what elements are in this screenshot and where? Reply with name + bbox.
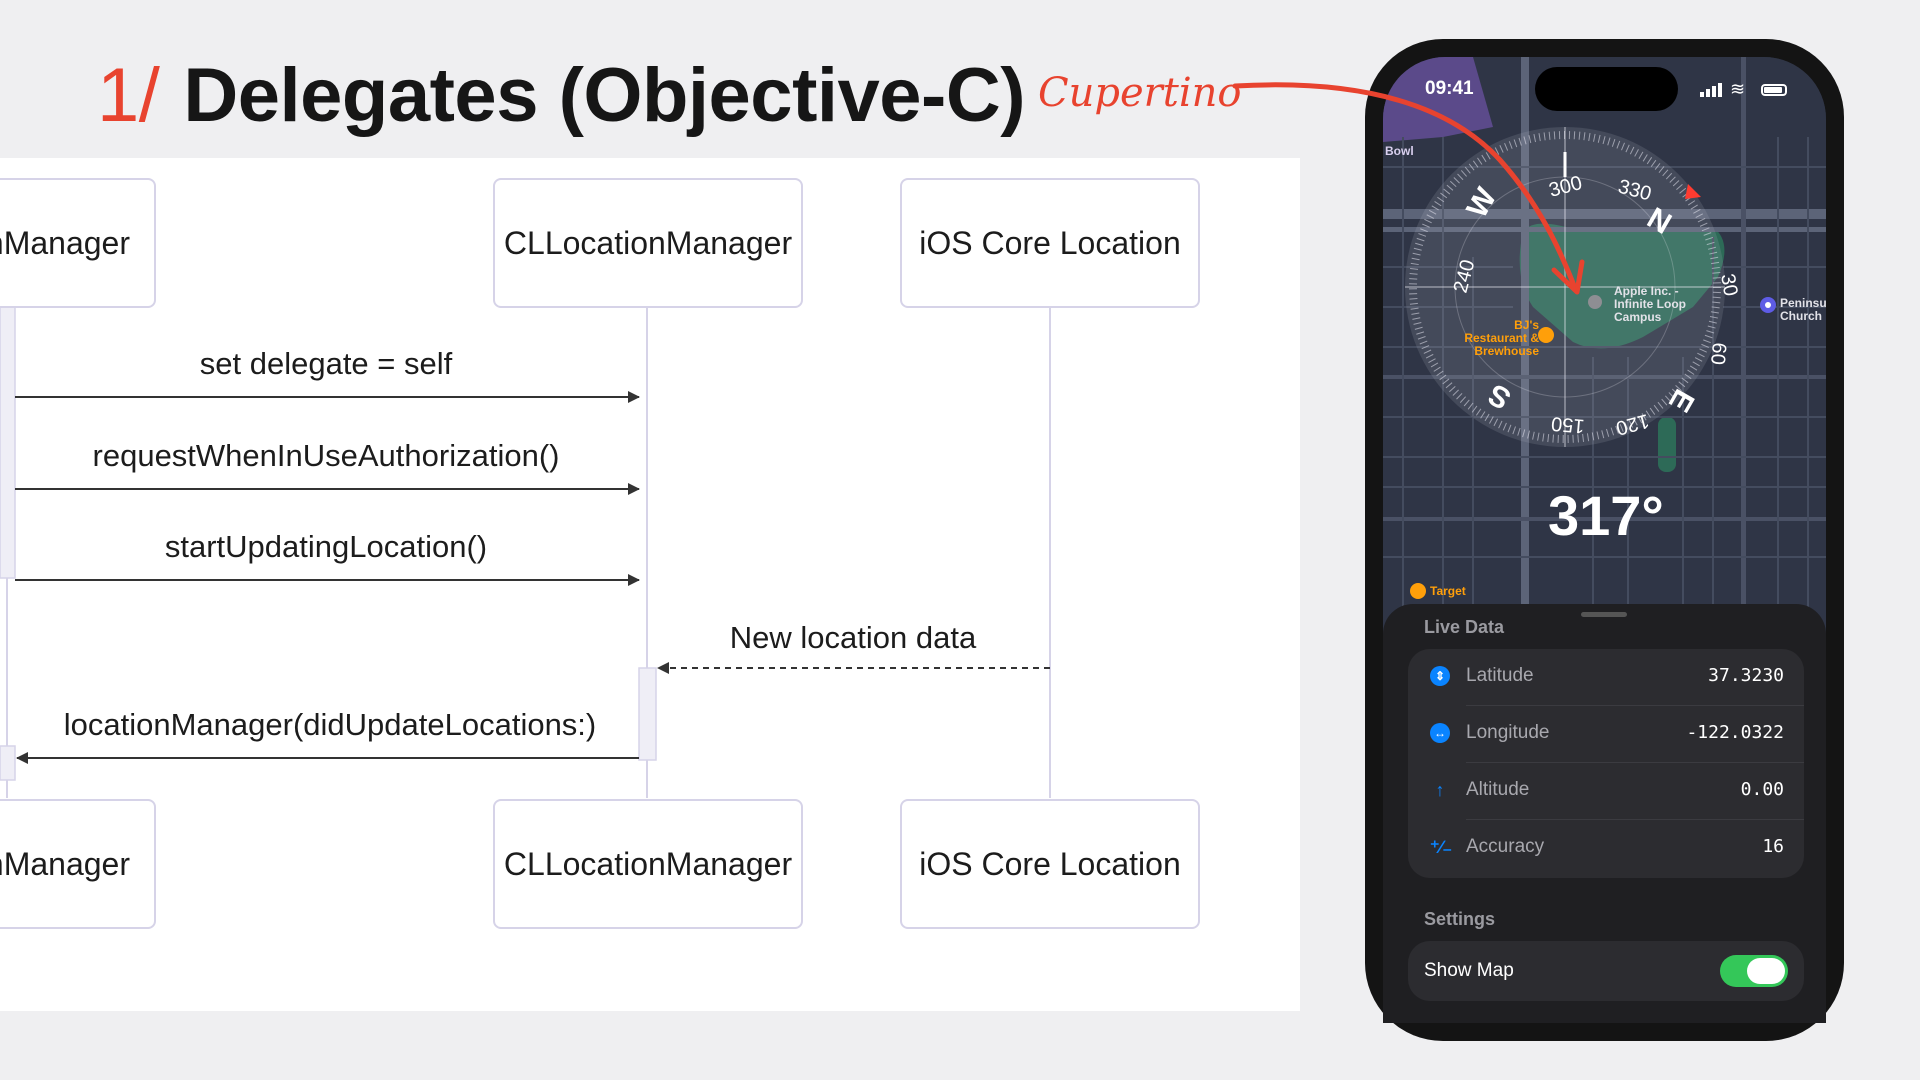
compass-degree-150: 150 bbox=[1550, 412, 1585, 437]
activation-bar-manager bbox=[638, 667, 657, 761]
participant-delegate-bottom: ocationManager bbox=[0, 799, 156, 929]
battery-icon bbox=[1761, 84, 1787, 96]
accuracy-value: 16 bbox=[1762, 836, 1784, 857]
live-data-row-accuracy: ⁺∕₋ Accuracy 16 bbox=[1408, 820, 1804, 877]
activation-bar-delegate bbox=[0, 305, 16, 579]
map-label-apple-campus[interactable]: Apple Inc. - Infinite Loop Campus bbox=[1614, 284, 1686, 324]
slide-title: 1/Delegates (Objective-C) bbox=[97, 52, 1026, 139]
live-data-card: ⇕ Latitude 37.3230 ↔ Longitude -122.0322… bbox=[1408, 649, 1804, 878]
slide-title-text: Delegates (Objective-C) bbox=[183, 53, 1026, 138]
dynamic-island bbox=[1535, 67, 1678, 111]
live-data-row-latitude: ⇕ Latitude 37.3230 bbox=[1408, 649, 1804, 706]
cellular-signal-icon bbox=[1700, 83, 1724, 97]
compass-degree-30: 30 bbox=[1716, 272, 1742, 298]
live-data-title: Live Data bbox=[1424, 617, 1505, 637]
show-map-label: Show Map bbox=[1424, 960, 1514, 981]
accuracy-icon: ⁺∕₋ bbox=[1430, 837, 1453, 857]
latitude-icon: ⇕ bbox=[1430, 666, 1450, 686]
sequence-diagram: ocationManager CLLocationManager iOS Cor… bbox=[0, 158, 1300, 1011]
altitude-value: 0.00 bbox=[1740, 779, 1784, 800]
longitude-label: Longitude bbox=[1466, 722, 1550, 743]
message-label-2: requestWhenInUseAuthorization() bbox=[92, 438, 560, 473]
map-label-bjs[interactable]: BJ's Restaurant & Brewhouse bbox=[1464, 318, 1539, 358]
map-label-target[interactable]: Target bbox=[1430, 584, 1466, 598]
heading-degrees: 317° bbox=[1548, 484, 1664, 547]
live-data-row-altitude: ↑ Altitude 0.00 bbox=[1408, 763, 1804, 820]
map-label-church[interactable]: Peninsu Church bbox=[1780, 297, 1826, 323]
message-label-4: New location data bbox=[729, 620, 977, 655]
participant-cllocationmanager-bottom: CLLocationManager bbox=[493, 799, 803, 929]
status-bar-time: 09:41 bbox=[1425, 78, 1474, 99]
participant-cllocationmanager-top: CLLocationManager bbox=[493, 178, 803, 308]
compass-degree-60: 60 bbox=[1706, 342, 1730, 366]
participant-ios-core-location-bottom: iOS Core Location bbox=[900, 799, 1200, 929]
altitude-label: Altitude bbox=[1466, 779, 1530, 800]
sheet-grabber[interactable] bbox=[1581, 612, 1627, 617]
row-divider bbox=[1466, 762, 1804, 763]
row-divider bbox=[1466, 819, 1804, 820]
latitude-label: Latitude bbox=[1466, 665, 1534, 686]
longitude-icon: ↔ bbox=[1430, 723, 1450, 743]
latitude-value: 37.3230 bbox=[1708, 665, 1784, 686]
participant-delegate-top: ocationManager bbox=[0, 178, 156, 308]
handwritten-annotation: Cupertino bbox=[1038, 70, 1242, 116]
message-label-1: set delegate = self bbox=[199, 346, 453, 381]
settings-title: Settings bbox=[1424, 909, 1496, 929]
toggle-knob bbox=[1747, 958, 1785, 984]
slide-number: 1/ bbox=[97, 53, 160, 138]
message-label-3: startUpdatingLocation() bbox=[164, 529, 488, 564]
accuracy-label: Accuracy bbox=[1466, 836, 1545, 857]
longitude-value: -122.0322 bbox=[1686, 722, 1784, 743]
message-label-5: locationManager(didUpdateLocations:) bbox=[63, 707, 597, 742]
live-data-row-longitude: ↔ Longitude -122.0322 bbox=[1408, 706, 1804, 763]
activation-bar-delegate-callback bbox=[0, 745, 16, 781]
show-map-toggle[interactable] bbox=[1720, 955, 1788, 987]
altitude-icon: ↑ bbox=[1435, 780, 1445, 800]
participant-ios-core-location-top: iOS Core Location bbox=[900, 178, 1200, 308]
map-label-bowl[interactable]: Bowl bbox=[1385, 144, 1414, 158]
wifi-icon: ≋ bbox=[1730, 79, 1746, 100]
row-divider bbox=[1466, 705, 1804, 706]
